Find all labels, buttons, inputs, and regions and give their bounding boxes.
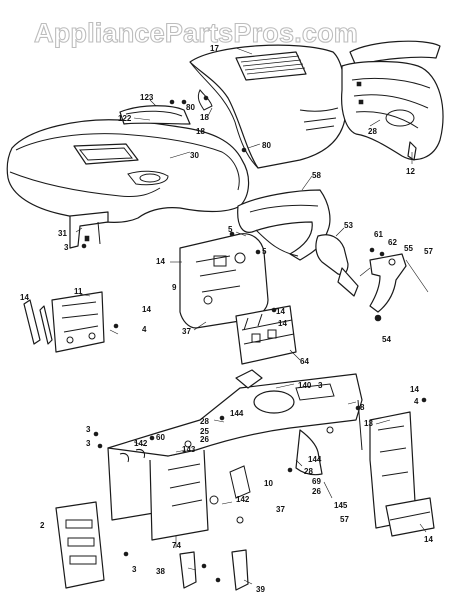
callout-12: 12 [406,167,415,176]
lower-bracket-38 [179,551,197,589]
callout-3e: 3 [132,565,137,574]
lower-bracket-39 [231,549,249,591]
callout-144: 144 [230,409,244,418]
callout-145: 145 [334,501,348,510]
control-bracket-53 [315,234,359,297]
callout-14e: 14 [278,319,287,328]
callout-9: 9 [172,283,177,292]
fasteners [81,95,427,583]
callout-13: 13 [364,419,373,428]
callout-2: 2 [40,521,45,530]
callout-28: 28 [368,127,377,136]
callout-74: 74 [172,541,181,550]
callout-17: 17 [210,44,219,53]
callout-14c: 14 [142,305,151,314]
callout-30: 30 [190,151,199,160]
callout-3c: 3 [86,425,91,434]
main-frame [107,369,363,541]
callout-28c: 28 [304,467,313,476]
callout-123: 123 [140,93,154,102]
callout-37: 37 [182,327,191,336]
callout-3d: 3 [86,439,91,448]
callout-62: 62 [388,238,397,247]
callout-60: 60 [156,433,165,442]
callout-14b: 14 [20,293,29,302]
right-side-plate-13 [369,411,435,537]
fender-assembly [6,105,250,223]
callout-37b: 37 [276,505,285,514]
grille-assembly [341,40,444,161]
bracket-31 [69,211,109,249]
callout-54: 54 [382,335,391,344]
callout-57: 57 [424,247,433,256]
callout-14: 14 [156,257,165,266]
callout-3b: 3 [318,381,323,390]
callout-4: 4 [142,325,147,334]
callout-25: 25 [200,427,209,436]
callout-5: 5 [228,225,233,234]
callout-39: 39 [256,585,265,594]
callout-64: 64 [300,357,309,366]
callout-61: 61 [374,230,383,239]
callout-53: 53 [344,221,353,230]
leader-lines [75,47,427,585]
callout-57b: 57 [340,515,349,524]
callout-58: 58 [312,171,321,180]
callout-11: 11 [74,287,83,296]
callout-28b: 28 [200,417,209,426]
front-bracket-2 [55,501,105,589]
callout-4b: 4 [414,397,419,406]
callout-10: 10 [264,479,273,488]
watermark-text: AppliancePartsPros.com [34,18,358,48]
callout-142: 142 [134,439,148,448]
callout-31: 31 [58,229,67,238]
callout-38: 38 [156,567,165,576]
callout-144b: 144 [308,455,322,464]
callout-26: 26 [200,435,209,444]
callout-14f: 14 [410,385,419,394]
control-bracket-55 [359,253,429,322]
callout-80b: 80 [262,141,271,150]
callout-labels: 17 18 28 12 123 122 80 18 30 80 31 3 58 … [20,44,433,594]
callout-26b: 26 [312,487,321,496]
callout-80: 80 [186,103,195,112]
callout-14g: 14 [424,535,433,544]
hood-assembly [189,44,347,169]
battery-tray-58 [237,189,331,261]
callout-8: 8 [360,403,365,412]
callout-3: 3 [64,243,69,252]
callout-5b: 5 [262,247,267,256]
left-mount-plate-11 [23,291,105,353]
callout-143: 143 [182,445,196,454]
callout-142b: 142 [236,495,250,504]
callout-14d: 14 [276,307,285,316]
callout-69: 69 [312,477,321,486]
callout-18: 18 [200,113,209,122]
callout-122: 122 [118,114,132,123]
callout-55: 55 [404,244,413,253]
callout-18b: 18 [196,127,205,136]
callout-140: 140 [298,381,312,390]
electrical-box-64 [235,305,297,365]
